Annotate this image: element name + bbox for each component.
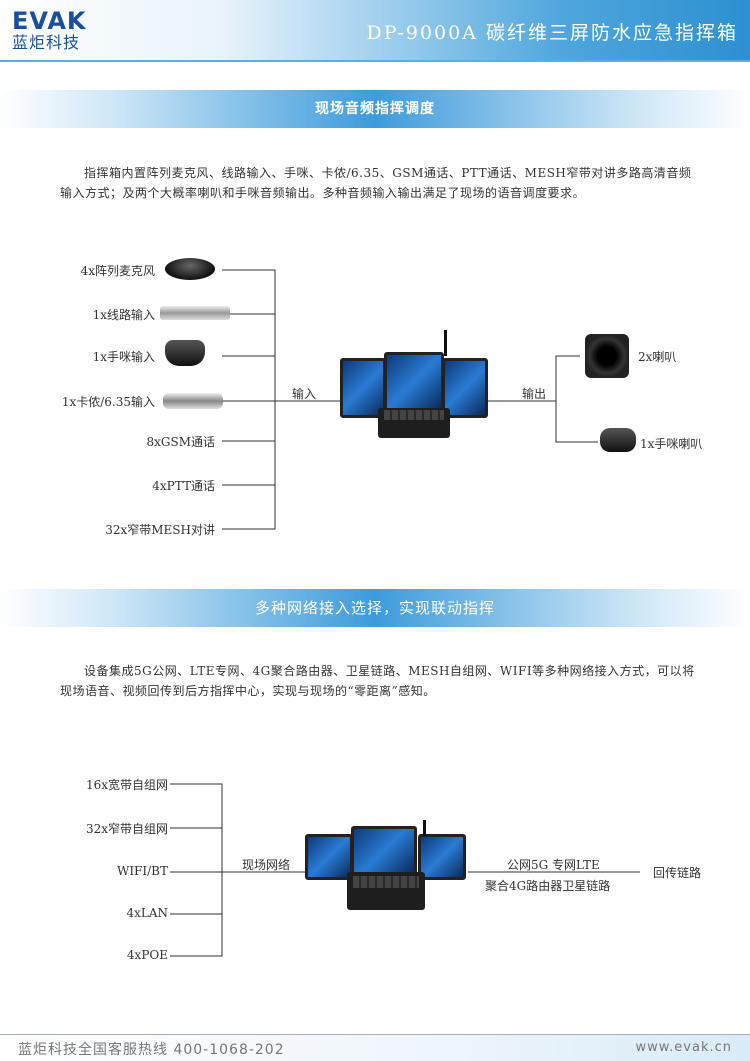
network-label-wifi: WIFI/BT (116, 864, 168, 878)
command-case-device-2 (305, 820, 468, 912)
input-label-line-in: 1x线路输入 (92, 308, 155, 322)
left-screen-2 (305, 834, 353, 880)
output-label-handset-speaker: 1x手咪喇叭 (640, 437, 703, 451)
output-label-speaker: 2x喇叭 (638, 350, 677, 364)
product-title: DP-9000A 碳纤维三屏防水应急指挥箱 (366, 22, 738, 44)
footer-hotline: 蓝炬科技全国客服热线 400-1068-202 (18, 1042, 285, 1058)
keyboard (384, 410, 444, 420)
uplink-label-bottom: 聚合4G路由器卫星链路 (485, 879, 611, 893)
return-link-label: 回传链路 (653, 866, 702, 880)
input-label-mesh: 32x窄带MESH对讲 (105, 523, 215, 537)
center-screen (384, 352, 444, 412)
speaker-icon (585, 334, 629, 378)
logo-subtitle: 蓝炬科技 (12, 33, 81, 52)
page-header: EVAK 蓝炬科技 DP-9000A 碳纤维三屏防水应急指挥箱 (0, 0, 750, 62)
audio-jack-icon (160, 306, 230, 320)
input-label-handset: 1x手咪输入 (92, 350, 155, 364)
command-case-device (340, 330, 488, 440)
section-paragraph-network: 设备集成5G公网、LTE专网、4G聚合路由器、卫星链路、MESH自组网、WIFI… (60, 664, 695, 698)
network-label-broadband: 16x宽带自组网 (85, 778, 168, 792)
network-label-poe: 4xPOE (126, 948, 168, 962)
page-footer: 蓝炬科技全国客服热线 400-1068-202 www.evak.cn (0, 1035, 750, 1061)
gooseneck-mic-2 (423, 820, 426, 836)
keyboard-2 (353, 876, 419, 888)
section-paragraph-audio: 指挥箱内置阵列麦克风、线路输入、手咪、卡侬/6.35、GSM通话、PTT通话、M… (60, 166, 692, 200)
footer-website: www.evak.cn (635, 1040, 732, 1055)
input-label-gsm: 8xGSM通话 (146, 435, 216, 449)
center-screen-2 (351, 826, 417, 876)
footer-divider (0, 1034, 750, 1035)
section-banner-network: 多种网络接入选择，实现联动指挥 (0, 589, 750, 627)
handset-speaker-icon (600, 428, 636, 452)
gooseneck-mic (444, 330, 447, 356)
right-screen-2 (418, 834, 466, 880)
network-label-narrowband: 32x窄带自组网 (85, 822, 168, 836)
section-title-audio: 现场音频指挥调度 (315, 101, 435, 117)
network-label-lan: 4xLAN (126, 906, 168, 920)
uplink-label-top: 公网5G 专网LTE (507, 858, 600, 872)
input-arrow-label: 输入 (292, 387, 317, 401)
input-label-xlr: 1x卡侬/6.35输入 (61, 395, 155, 409)
handheld-microphone-icon (165, 340, 205, 366)
input-label-array-mic: 4x阵列麦克风 (80, 264, 155, 278)
section-banner-audio: 现场音频指挥调度 (0, 90, 750, 128)
header-divider (0, 60, 750, 62)
input-label-ptt: 4xPTT通话 (152, 479, 215, 493)
right-screen (442, 358, 488, 418)
logo-wordmark: EVAK (12, 7, 87, 35)
xlr-connector-icon (163, 393, 223, 409)
output-arrow-label: 输出 (522, 387, 547, 401)
field-network-label: 现场网络 (242, 858, 291, 872)
section-title-network: 多种网络接入选择，实现联动指挥 (254, 599, 495, 617)
evak-logo: EVAK 蓝炬科技 (12, 7, 87, 54)
array-microphone-icon (165, 258, 215, 280)
